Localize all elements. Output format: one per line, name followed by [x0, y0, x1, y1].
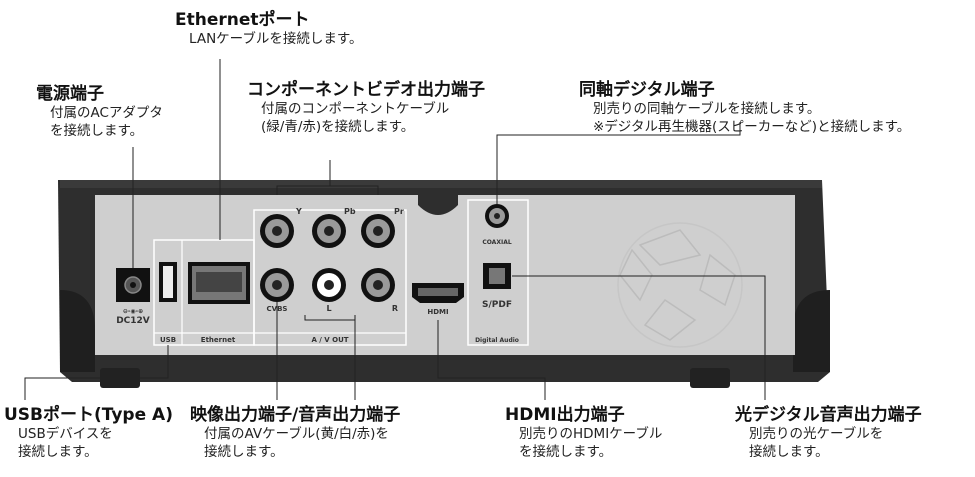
hdmi-port — [412, 283, 464, 303]
coaxial-title: 同軸デジタル端子 — [579, 80, 715, 100]
component-desc-2: (緑/青/赤)を接続します。 — [261, 119, 415, 135]
callout-optical: 光デジタル音声出力端子 別売りの光ケーブルを 接続します。 — [735, 405, 922, 461]
hdmi-desc-2: を接続します。 — [519, 444, 613, 460]
coaxial-label: COAXIAL — [482, 239, 511, 246]
dc-symbol: ⊖-◉-⊕ — [123, 308, 143, 315]
hdmi-label: HDMI — [427, 308, 448, 316]
hdmi-title: HDMI出力端子 — [505, 405, 625, 425]
ethernet-label: Ethernet — [201, 336, 236, 344]
fan-vent — [617, 222, 743, 348]
composite-jacks — [260, 268, 395, 302]
usb-desc-2: 接続します。 — [18, 444, 98, 460]
dc-label: DC12V — [116, 316, 150, 326]
component-jacks — [260, 214, 395, 248]
y-label: Y — [295, 207, 302, 216]
ethernet-title: Ethernetポート — [175, 10, 310, 30]
avout-label: A / V OUT — [311, 336, 348, 344]
optical-port — [483, 263, 511, 289]
ethernet-port — [188, 262, 250, 304]
usb-port — [159, 262, 177, 302]
callout-component: コンポーネントビデオ出力端子 付属のコンポーネントケーブル (緑/青/赤)を接続… — [247, 80, 485, 136]
av-desc-2: 接続します。 — [204, 444, 284, 460]
av-desc-1: 付属のAVケーブル(黄/白/赤)を — [204, 426, 389, 442]
dc-power-jack — [116, 268, 150, 302]
power-desc-2: を接続します。 — [50, 123, 144, 139]
usb-label: USB — [160, 336, 176, 344]
r-label: R — [392, 304, 398, 313]
spdif-label: S/PDF — [482, 300, 512, 310]
coaxial-desc-2: ※デジタル再生機器(スピーカーなど)と接続します。 — [593, 119, 911, 135]
callout-usb: USBポート(Type A) USBデバイスを 接続します。 — [4, 405, 173, 461]
callout-power: 電源端子 付属のACアダプタ を接続します。 — [36, 84, 163, 140]
l-label: L — [326, 304, 331, 313]
optical-desc-2: 接続します。 — [749, 444, 829, 460]
callout-hdmi: HDMI出力端子 別売りのHDMIケーブル を接続します。 — [505, 405, 662, 461]
callout-av: 映像出力端子/音声出力端子 付属のAVケーブル(黄/白/赤)を 接続します。 — [190, 405, 400, 461]
pb-label: Pb — [344, 207, 356, 216]
power-title: 電源端子 — [36, 84, 104, 104]
usb-title: USBポート(Type A) — [4, 405, 173, 425]
hdmi-desc-1: 別売りのHDMIケーブル — [519, 426, 663, 442]
callout-coaxial: 同軸デジタル端子 別売りの同軸ケーブルを接続します。 ※デジタル再生機器(スピー… — [579, 80, 910, 136]
component-desc-1: 付属のコンポーネントケーブル — [261, 101, 450, 117]
leader-lines — [24, 59, 766, 400]
av-title: 映像出力端子/音声出力端子 — [190, 405, 401, 425]
component-title: コンポーネントビデオ出力端子 — [247, 80, 485, 100]
ethernet-desc-1: LANケーブルを接続します。 — [189, 31, 363, 47]
right-foot — [690, 368, 730, 388]
optical-desc-1: 別売りの光ケーブルを — [749, 426, 884, 442]
pr-label: Pr — [394, 207, 404, 216]
coaxial-desc-1: 別売りの同軸ケーブルを接続します。 — [593, 101, 821, 117]
digital-audio-label: Digital Audio — [475, 337, 519, 344]
optical-title: 光デジタル音声出力端子 — [735, 405, 922, 425]
coaxial-jack — [485, 204, 509, 228]
callout-ethernet: Ethernetポート LANケーブルを接続します。 — [175, 10, 363, 48]
usb-desc-1: USBデバイスを — [18, 426, 113, 442]
power-desc-1: 付属のACアダプタ — [50, 105, 163, 121]
